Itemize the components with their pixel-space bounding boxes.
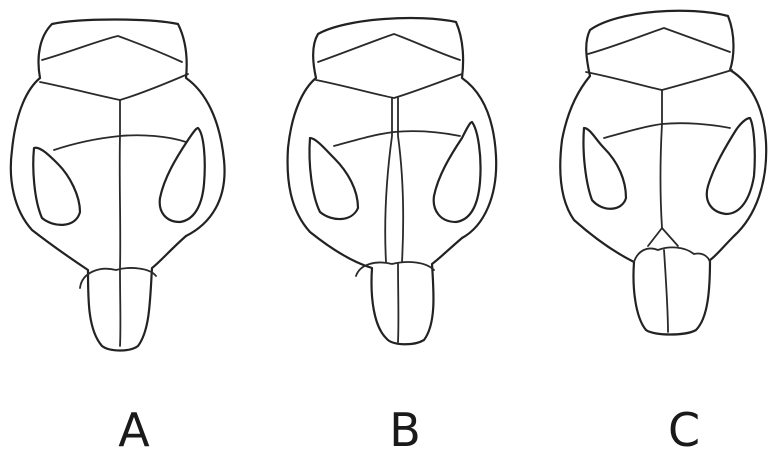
skull-b-suture-occipital [356, 262, 434, 276]
skull-a-right-orbit [160, 128, 205, 222]
skull-b-suture-parietal [334, 131, 460, 146]
skull-panel-b: B [288, 18, 497, 454]
skull-a-suture-occipital [80, 268, 156, 288]
skull-b-left-orbit [309, 138, 358, 219]
skull-b-outline [288, 18, 497, 344]
skull-c-suture-occipital [634, 247, 710, 262]
skull-c-outline [560, 11, 766, 335]
skull-c-suture-parietal [604, 123, 730, 138]
panel-label-c: C [668, 403, 700, 454]
skull-a-left-orbit [33, 148, 80, 225]
skull-a-suture-nasal [42, 36, 182, 62]
skull-a-suture-midline [120, 100, 121, 268]
skull-panel-a: A [11, 20, 225, 454]
skull-a-suture-frontal [40, 74, 188, 100]
panel-label-b: B [389, 403, 421, 454]
skull-c-right-orbit [707, 118, 755, 214]
skull-c-left-orbit [583, 128, 626, 209]
skull-b-suture-frontal [316, 74, 462, 98]
skull-c-suture-nasal [588, 28, 730, 54]
panel-label-a: A [118, 403, 150, 454]
skull-c-suture-frontal [586, 70, 732, 90]
skull-c-suture-nasal-v [648, 228, 678, 246]
skull-b-suture-nasal [318, 34, 460, 62]
skull-c-suture-condyle-split [664, 250, 668, 332]
skull-a-outline [11, 20, 225, 351]
skull-c-suture-midline [661, 90, 663, 228]
skull-b-suture-midline-right [398, 98, 403, 262]
skull-b-right-orbit [434, 122, 481, 222]
skull-panel-c: C [560, 11, 766, 454]
skull-b-suture-midline-left [385, 98, 392, 262]
